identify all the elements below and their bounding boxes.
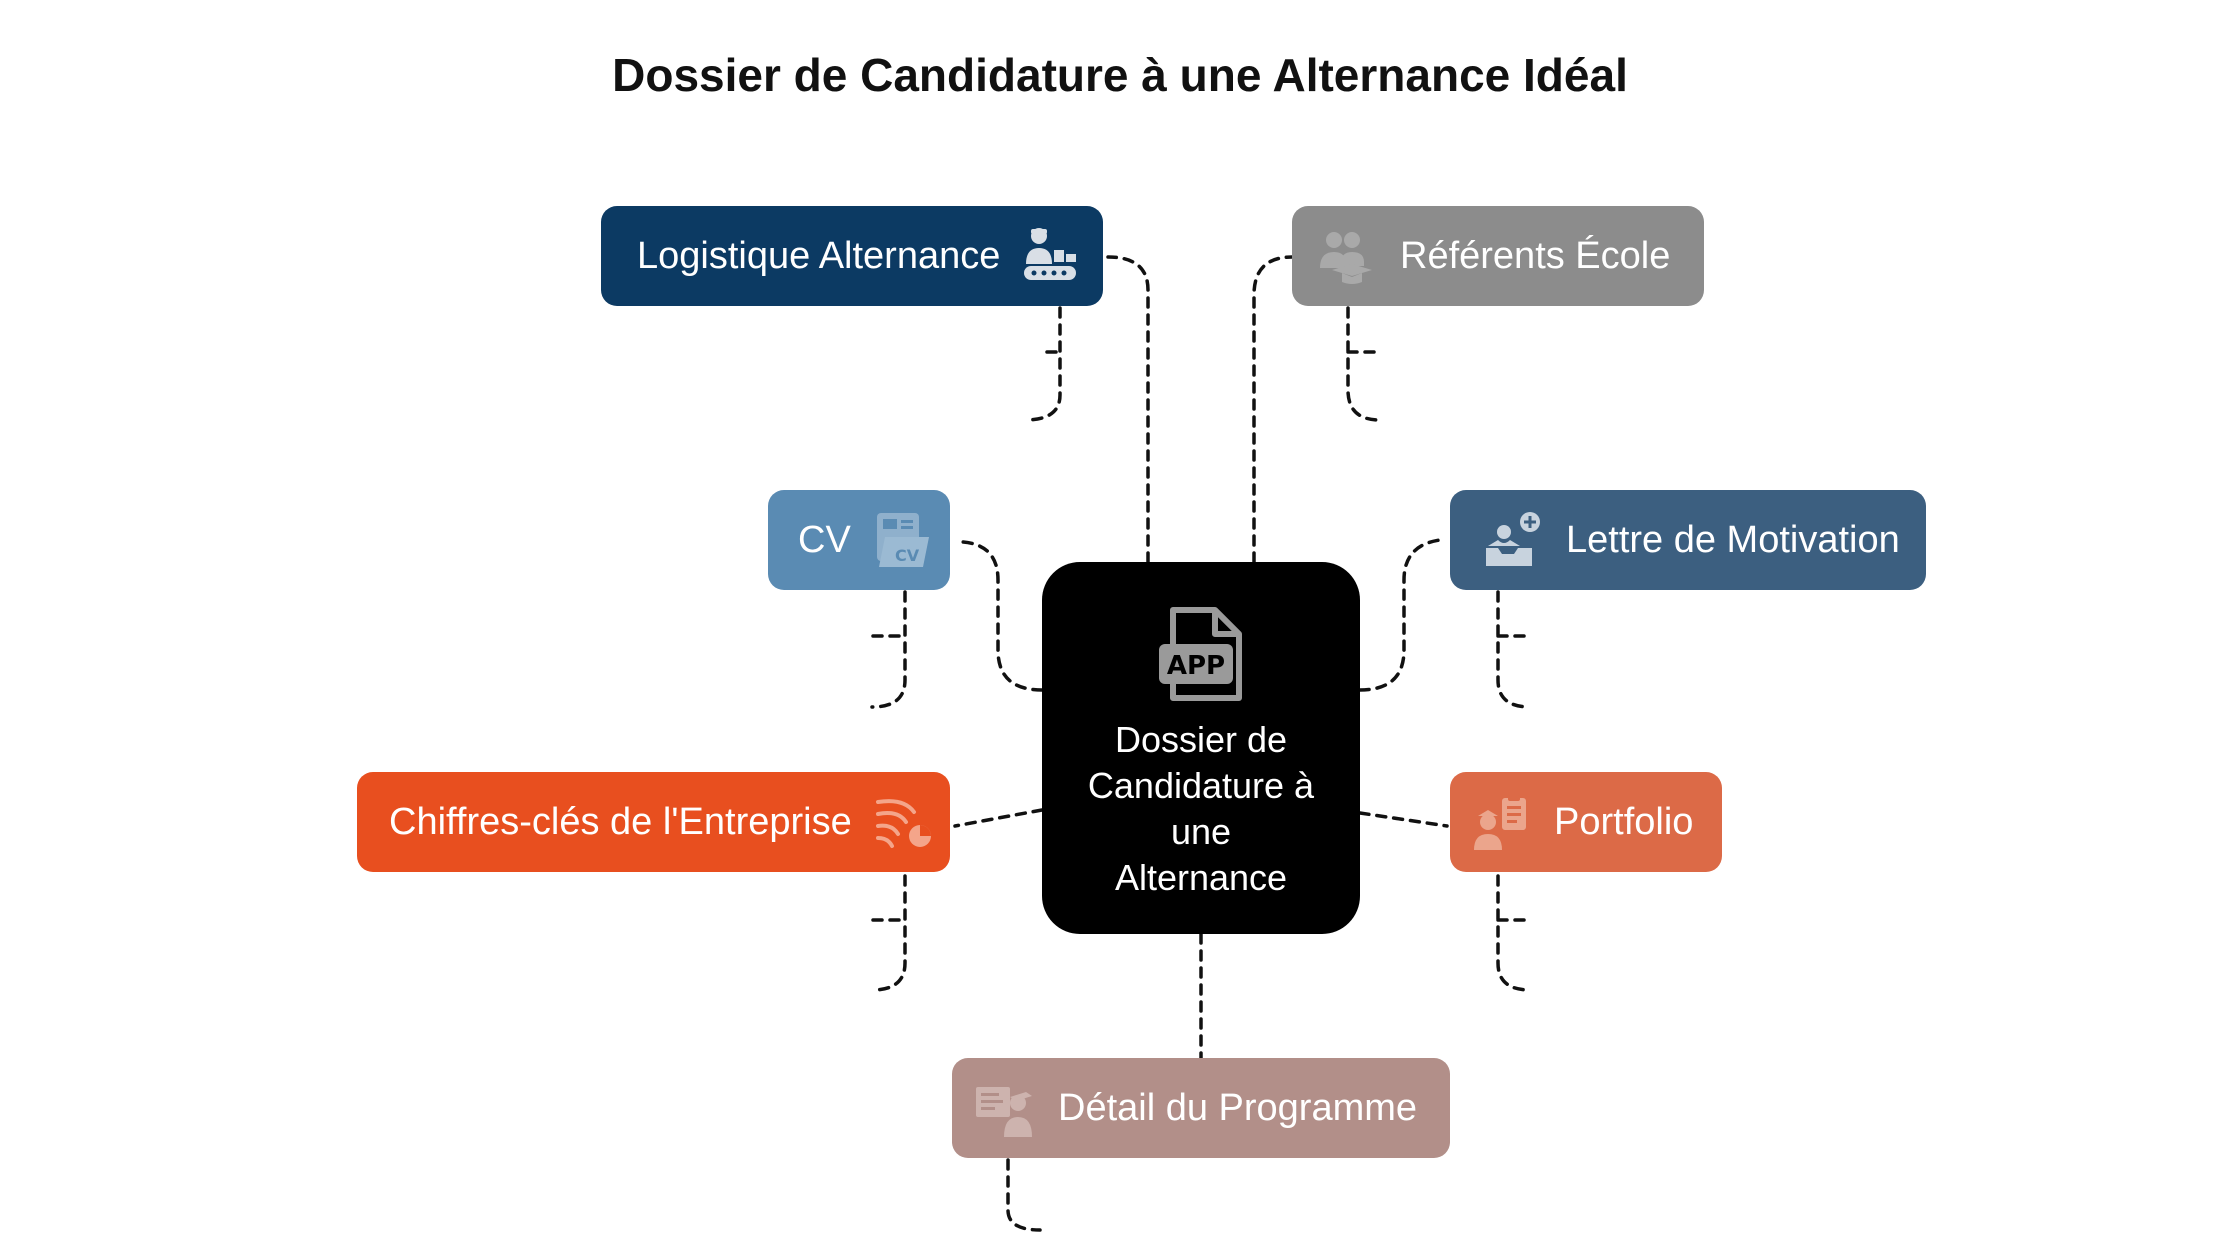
node-detail-programme[interactable]: Détail du Programme	[952, 1058, 1450, 1158]
node-portfolio[interactable]: Portfolio	[1450, 772, 1722, 872]
node-lettre-motivation[interactable]: Lettre de Motivation	[1450, 490, 1926, 590]
node-referents-ecole[interactable]: Référents École	[1292, 206, 1704, 306]
node-programme-label: Détail du Programme	[1058, 1086, 1418, 1129]
node-logistique-alternance[interactable]: Logistique Alternance	[601, 206, 1103, 306]
svg-text:CV: CV	[895, 546, 920, 565]
diagram-title: Dossier de Candidature à une Alternance …	[612, 49, 1628, 101]
app-file-icon: APP	[1153, 606, 1249, 707]
stub-logistique	[1023, 306, 1062, 422]
node-chiffres-cles[interactable]: Chiffres-clés de l'Entreprise	[357, 772, 950, 872]
connector-portfolio	[1358, 811, 1449, 828]
node-chiffres-label: Chiffres-clés de l'Entreprise	[389, 800, 852, 843]
cv-folder-icon: CV	[873, 509, 933, 571]
node-referents-label: Référents École	[1400, 234, 1671, 277]
svg-text:APP: APP	[1167, 651, 1225, 681]
stub-programme	[1006, 1158, 1042, 1232]
connector-chiffres	[953, 808, 1044, 828]
presenter-board-icon	[974, 1077, 1036, 1139]
stub-referents	[1346, 306, 1382, 422]
node-logistique-label: Logistique Alternance	[637, 234, 1001, 277]
connector-logistique	[1106, 255, 1150, 564]
wind-chart-icon	[874, 792, 934, 852]
people-graduate-icon	[1318, 226, 1378, 286]
connector-lettre	[1358, 538, 1442, 692]
center-node[interactable]: APP Dossier de Candidature à une Alterna…	[1042, 562, 1360, 934]
center-label: Dossier de Candidature à une Alternance	[1087, 719, 1315, 898]
node-lettre-label: Lettre de Motivation	[1566, 518, 1900, 561]
inbox-person-add-icon	[1484, 510, 1544, 570]
connector-referents	[1252, 255, 1294, 564]
stub-portfolio	[1496, 874, 1532, 992]
stub-cv	[870, 590, 907, 709]
worker-conveyor-icon	[1022, 226, 1078, 286]
stub-chiffres	[870, 874, 907, 992]
node-portfolio-label: Portfolio	[1554, 800, 1694, 843]
stub-lettre	[1496, 590, 1532, 709]
node-cv[interactable]: CV CV	[768, 490, 950, 590]
person-clipboard-icon	[1472, 792, 1532, 852]
connector-cv	[961, 540, 1044, 692]
node-cv-label: CV	[798, 518, 851, 561]
